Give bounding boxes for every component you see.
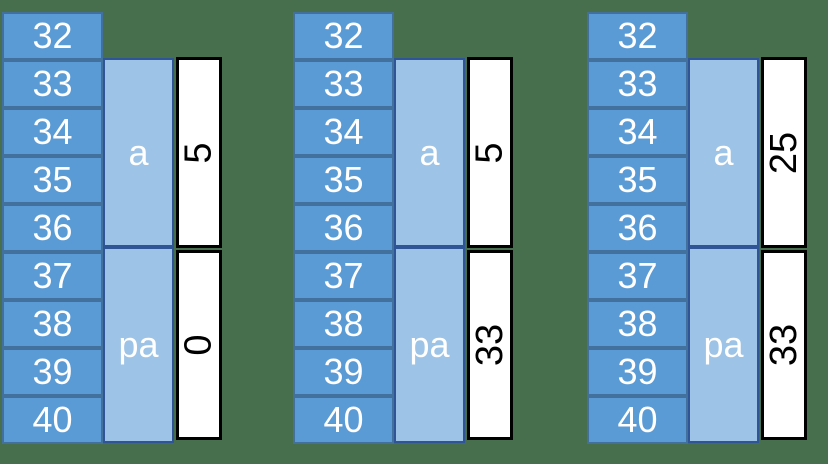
address-cell: 34 xyxy=(293,108,394,156)
memory-diagram-3: 32 33 34 35 36 37 38 39 40 a pa 25 33 xyxy=(587,12,807,444)
address-cell: 36 xyxy=(293,204,394,252)
value-cell-pa: 33 xyxy=(467,250,513,440)
value-cell-a: 5 xyxy=(467,57,513,248)
address-column: 32 33 34 35 36 37 38 39 40 xyxy=(2,12,103,444)
address-cell: 39 xyxy=(293,348,394,396)
address-cell: 33 xyxy=(587,60,688,108)
address-cell: 39 xyxy=(587,348,688,396)
address-cell: 37 xyxy=(587,252,688,300)
address-column: 32 33 34 35 36 37 38 39 40 xyxy=(293,12,394,444)
value-column: 5 0 xyxy=(176,57,222,440)
value-column: 25 33 xyxy=(761,57,807,440)
memory-diagram-2: 32 33 34 35 36 37 38 39 40 a pa 5 33 xyxy=(293,12,513,444)
address-cell: 32 xyxy=(293,12,394,60)
label-cell-a: a xyxy=(394,58,465,247)
label-column: a pa xyxy=(394,58,465,443)
label-cell-a: a xyxy=(103,58,174,247)
value-cell-pa: 33 xyxy=(761,250,807,440)
address-cell: 40 xyxy=(293,396,394,444)
address-cell: 35 xyxy=(293,156,394,204)
value-cell-a: 25 xyxy=(761,57,807,248)
address-cell: 34 xyxy=(2,108,103,156)
value-text-pa: 33 xyxy=(763,323,805,367)
address-cell: 35 xyxy=(587,156,688,204)
address-cell: 37 xyxy=(293,252,394,300)
address-cell: 34 xyxy=(587,108,688,156)
value-text-a: 5 xyxy=(468,141,511,164)
address-cell: 38 xyxy=(293,300,394,348)
value-text-a: 25 xyxy=(763,131,805,174)
memory-diagram-1: 32 33 34 35 36 37 38 39 40 a pa 5 0 xyxy=(2,12,222,444)
address-cell: 40 xyxy=(2,396,103,444)
address-cell: 40 xyxy=(587,396,688,444)
label-column: a pa xyxy=(103,58,174,443)
address-cell: 36 xyxy=(2,204,103,252)
address-cell: 37 xyxy=(2,252,103,300)
value-column: 5 33 xyxy=(467,57,513,440)
address-cell: 38 xyxy=(587,300,688,348)
value-cell-pa: 0 xyxy=(176,250,222,440)
address-cell: 38 xyxy=(2,300,103,348)
address-cell: 35 xyxy=(2,156,103,204)
address-cell: 33 xyxy=(2,60,103,108)
value-cell-a: 5 xyxy=(176,57,222,248)
address-cell: 36 xyxy=(587,204,688,252)
label-cell-pa: pa xyxy=(103,247,174,443)
address-column: 32 33 34 35 36 37 38 39 40 xyxy=(587,12,688,444)
value-text-a: 5 xyxy=(177,141,220,164)
address-cell: 32 xyxy=(2,12,103,60)
label-cell-a: a xyxy=(688,58,759,247)
label-cell-pa: pa xyxy=(394,247,465,443)
address-cell: 32 xyxy=(587,12,688,60)
value-text-pa: 33 xyxy=(469,323,511,367)
address-cell: 33 xyxy=(293,60,394,108)
label-column: a pa xyxy=(688,58,759,443)
value-text-pa: 0 xyxy=(177,334,220,356)
address-cell: 39 xyxy=(2,348,103,396)
label-cell-pa: pa xyxy=(688,247,759,443)
